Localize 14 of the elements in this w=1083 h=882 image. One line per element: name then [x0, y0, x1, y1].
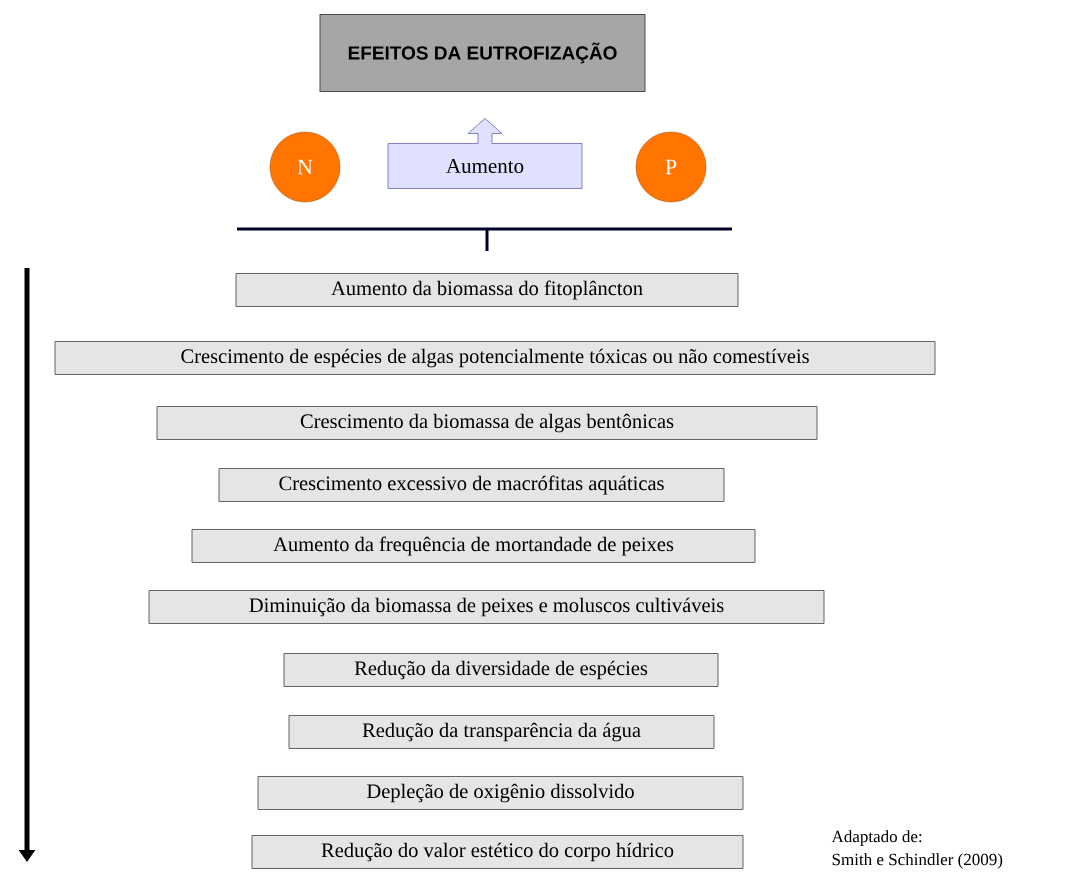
effect-box: Redução da transparência da água [288, 715, 715, 749]
effect-box: Aumento da biomassa do fitoplâncton [235, 273, 739, 307]
effect-box: Crescimento da biomassa de algas bentônicas [156, 406, 818, 440]
effect-box: Aumento da frequência de mortandade de peixes [191, 529, 756, 563]
effect-box: Crescimento de espécies de algas potencialmente tóxicas ou não comestíveis [54, 341, 936, 375]
source-note: Smith e Schindler (2009) [832, 853, 1003, 869]
effect-box: Crescimento excessivo de macrófitas aquáticas [218, 468, 725, 502]
source-note: Adaptado de: [831, 830, 922, 846]
title-box: EFEITOS DA EUTROFIZAÇÃO [319, 14, 646, 92]
effect-box: Diminuição da biomassa de peixes e moluscos cultiváveis [148, 590, 825, 624]
effect-box: Redução do valor estético do corpo hídrico [251, 835, 744, 869]
effect-box: Redução da diversidade de espécies [283, 653, 719, 687]
effect-box: Depleção de oxigênio dissolvido [257, 776, 744, 810]
up-arrow-callout: Aumento [387, 118, 583, 189]
